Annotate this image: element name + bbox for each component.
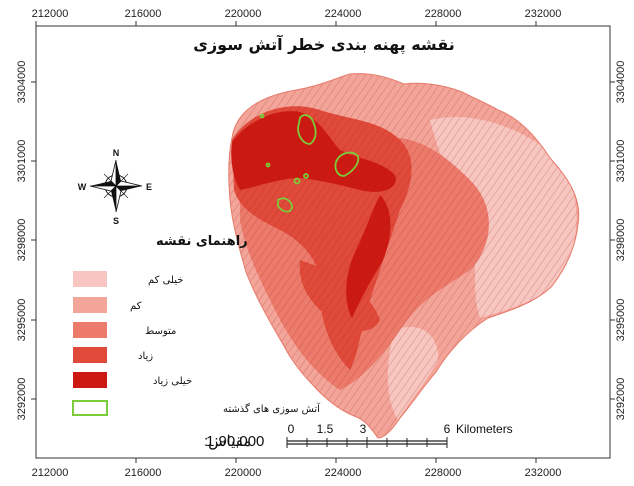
- north-arrow: N S E W: [78, 148, 152, 226]
- legend-label-high: زیاد: [138, 351, 153, 362]
- compass-w-dark: [90, 181, 116, 186]
- legend-swatch-very-low: [73, 271, 107, 287]
- study-area-outline: [228, 73, 580, 439]
- x-axis-top: 212000 216000 220000 224000 228000 23200…: [32, 8, 562, 26]
- y-tick-left-4: 3295000: [16, 299, 28, 342]
- legend-title: راهنمای نقشه: [156, 234, 248, 249]
- past-fires: [259, 113, 360, 213]
- past-fire-4: [293, 177, 301, 185]
- past-fire-5: [303, 173, 309, 179]
- x-tick-top-2: 216000: [125, 8, 162, 20]
- compass-n-dark: [116, 160, 121, 186]
- x-tick-bottom-4: 224000: [325, 467, 362, 479]
- compass-s-dark: [111, 186, 116, 212]
- x-tick-top-4: 224000: [325, 8, 362, 20]
- legend-swatch-medium: [73, 322, 107, 338]
- past-fire-7: [259, 113, 265, 119]
- x-tick-bottom-1: 212000: [32, 467, 69, 479]
- y-tick-left-3: 3298000: [16, 219, 28, 262]
- compass-s: S: [113, 216, 119, 226]
- past-fire-6: [265, 162, 271, 168]
- scale-bar: 0 1.5 3 6 Kilometers 1:90,000 مقیاس:: [204, 422, 513, 450]
- scale-tick-3: 3: [360, 422, 367, 436]
- y-tick-left-1: 3304000: [16, 61, 28, 104]
- compass-n: N: [113, 148, 120, 158]
- y-tick-right-3: 3298000: [615, 219, 627, 262]
- x-tick-bottom-3: 220000: [225, 467, 262, 479]
- legend-label-low: کم: [130, 301, 142, 312]
- y-tick-left-5: 3292000: [16, 378, 28, 421]
- legend-label-medium: متوسط: [145, 326, 176, 337]
- x-tick-top-3: 220000: [225, 8, 262, 20]
- legend-label-very-high: خیلی زیاد: [153, 376, 192, 387]
- x-tick-top-6: 232000: [525, 8, 562, 20]
- y-tick-right-2: 3301000: [615, 140, 627, 183]
- x-tick-bottom-5: 228000: [425, 467, 462, 479]
- y-tick-left-2: 3301000: [16, 140, 28, 183]
- legend-label-very-low: خیلی کم: [148, 275, 183, 286]
- compass-w: W: [78, 182, 87, 192]
- legend-swatch-high: [73, 347, 107, 363]
- map-title: نقشه پهنه بندی خطر آتش سوزی: [193, 34, 454, 55]
- past-fire-1: [297, 114, 317, 145]
- scale-tick-6: 6: [444, 422, 451, 436]
- y-tick-right-5: 3292000: [615, 378, 627, 421]
- scale-label: مقیاس:: [204, 433, 251, 450]
- scale-ratio: 1:90,000: [206, 433, 264, 450]
- y-tick-right-4: 3295000: [615, 299, 627, 342]
- compass-diagonals: [103, 173, 129, 199]
- legend-swatch-low: [73, 297, 107, 313]
- past-fire-3: [277, 197, 293, 213]
- compass-e-dark: [116, 186, 142, 191]
- scale-unit: Kilometers: [456, 422, 513, 436]
- scale-tick-1-5: 1.5: [317, 422, 334, 436]
- x-tick-top-1: 212000: [32, 8, 69, 20]
- x-axis-bottom: 212000 216000 220000 224000 228000 23200…: [32, 458, 562, 479]
- y-axis-right: 3304000 3301000 3298000 3295000 3292000: [610, 61, 627, 421]
- x-tick-bottom-2: 216000: [125, 467, 162, 479]
- legend: راهنمای نقشه خیلی کم کم متوسط زیاد خیلی …: [72, 234, 321, 416]
- x-tick-top-5: 228000: [425, 8, 462, 20]
- legend-swatch-past-fires: [72, 400, 108, 416]
- past-fire-2: [334, 151, 360, 177]
- scale-tick-0: 0: [288, 422, 295, 436]
- y-axis-left: 3304000 3301000 3298000 3295000 3292000: [16, 61, 36, 421]
- legend-label-past-fires: آتش سوزی های گذشته: [223, 402, 321, 415]
- compass-e: E: [146, 182, 152, 192]
- x-tick-bottom-6: 232000: [525, 467, 562, 479]
- legend-swatch-very-high: [73, 372, 107, 388]
- y-tick-right-1: 3304000: [615, 61, 627, 104]
